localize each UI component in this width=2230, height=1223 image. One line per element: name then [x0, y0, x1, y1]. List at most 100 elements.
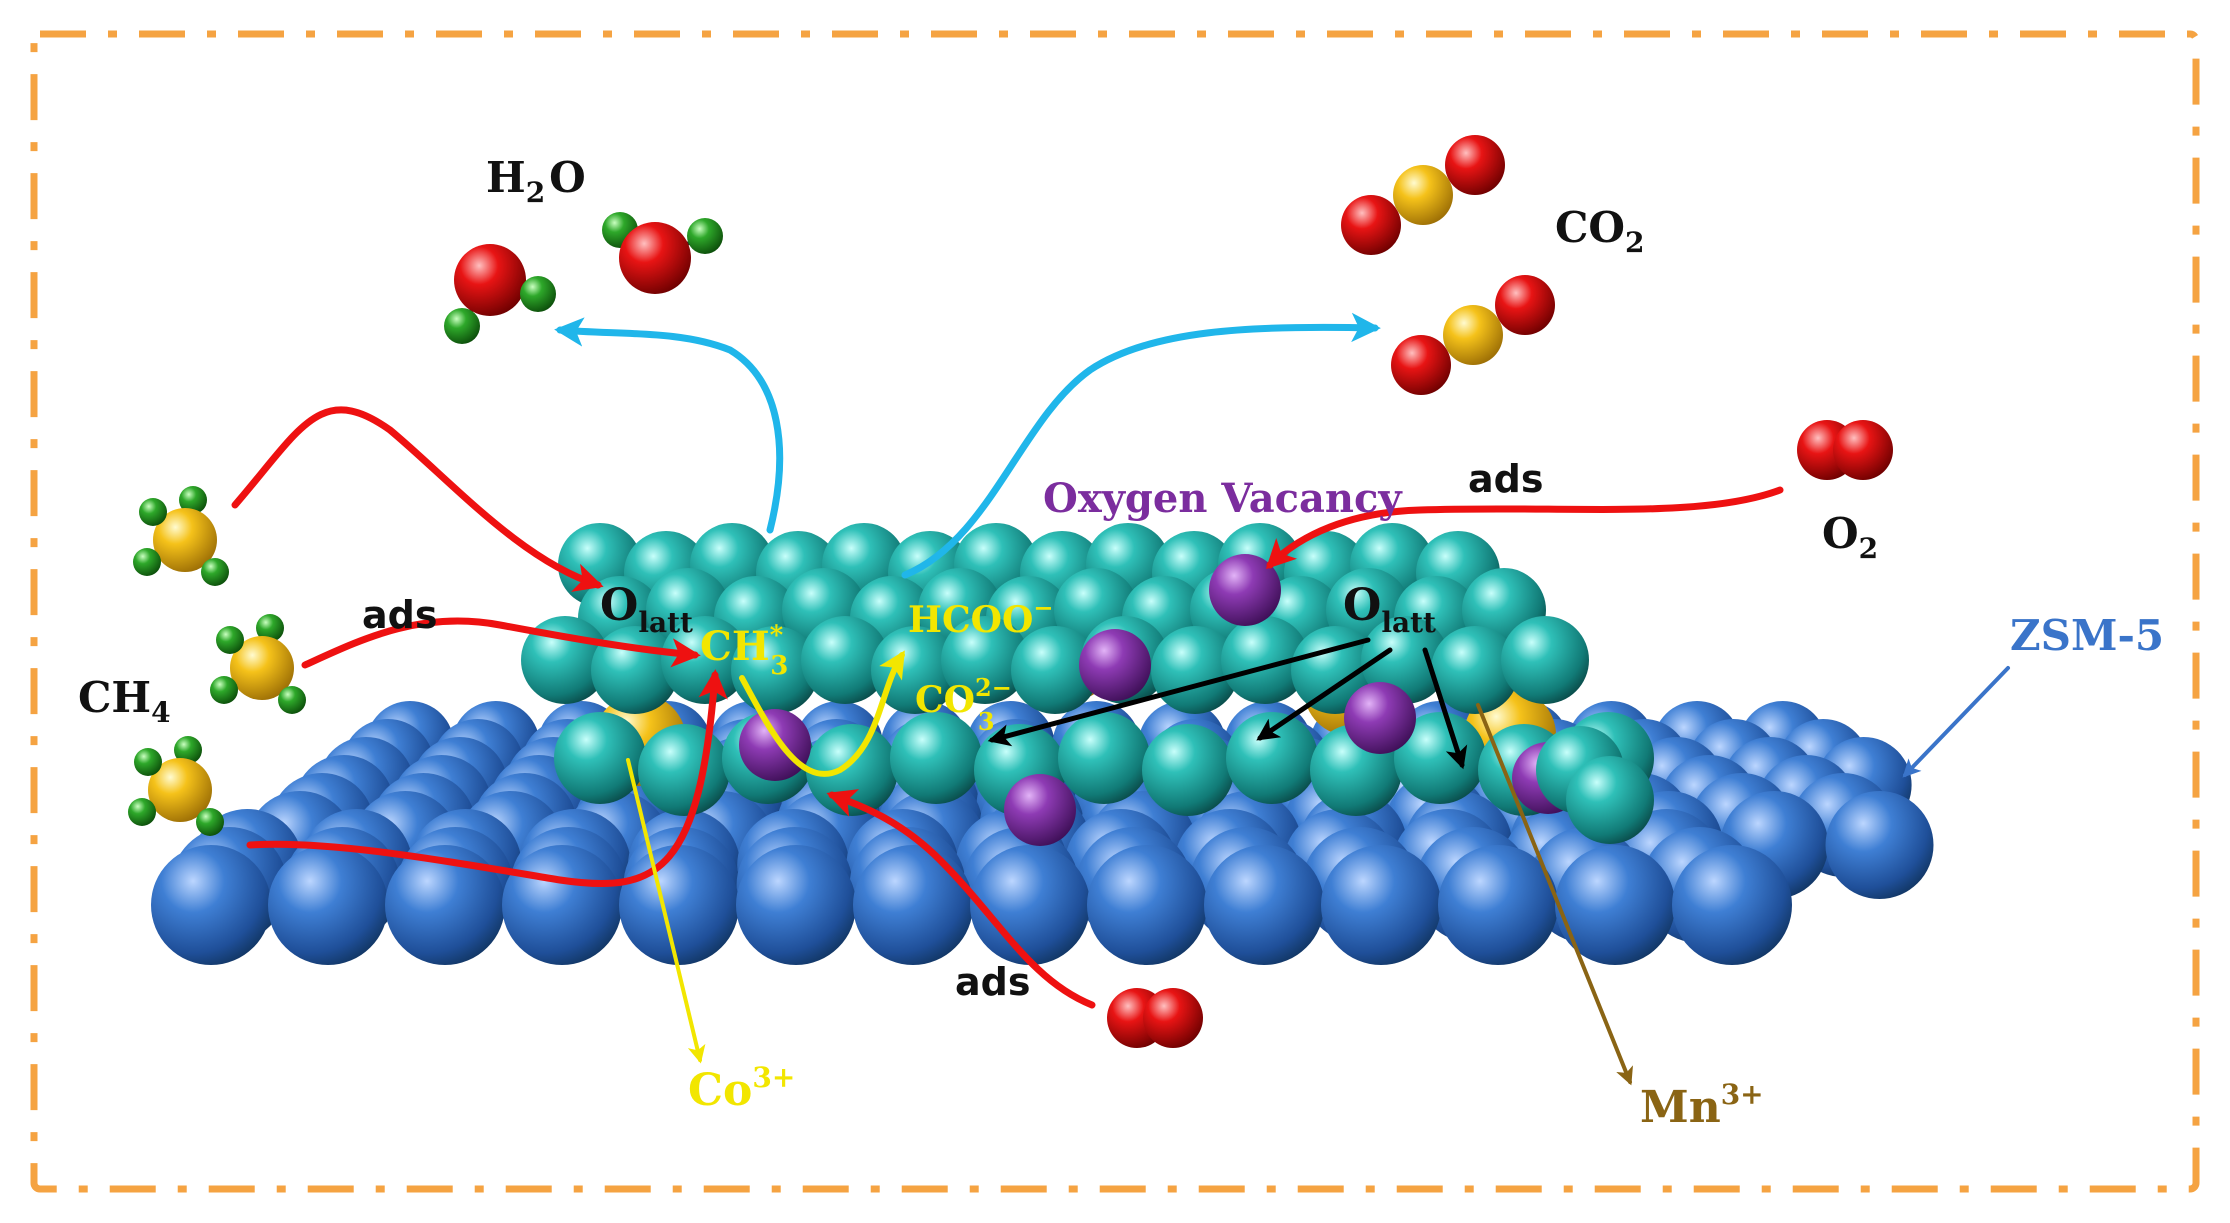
lattice-oxygen-sphere: [1361, 616, 1449, 704]
ads-label-ch4: ads: [362, 593, 437, 637]
zsm5-sphere: [1555, 845, 1675, 965]
dashed-frame: [30, 30, 2200, 1193]
oxygen-atom: [1445, 135, 1505, 195]
o2-label: O2: [1822, 509, 1878, 565]
zsm5-sphere: [970, 845, 1090, 965]
methane-molecule: [230, 636, 294, 700]
ads-label-o2: ads: [1468, 457, 1543, 501]
hydrogen-atom: [139, 498, 167, 526]
ch4-label: CH4: [78, 673, 171, 729]
lattice-oxygen-sphere: [1058, 712, 1150, 804]
hydrogen-atom: [133, 548, 161, 576]
hydrogen-atom: [256, 614, 284, 642]
olatt-left-label: Olatt: [600, 580, 693, 639]
zsm5-sphere: [502, 845, 622, 965]
blue-arrow-to-h2o: [554, 317, 784, 534]
oxygen-vacancy-sphere: [1004, 774, 1076, 846]
oxygen-atom: [1341, 195, 1401, 255]
oxygen-vacancy-sphere: [739, 709, 811, 781]
molecules: [128, 135, 1893, 1048]
zsm5-sphere: [1825, 791, 1934, 899]
red-arrow-bottom-to-ch3: [246, 669, 728, 888]
mn3plus-label: Mn3+: [1640, 1078, 1764, 1133]
water-molecule: [454, 244, 526, 316]
zsm5-sphere: [619, 845, 739, 965]
methane-molecule: [153, 508, 217, 572]
zsm5-sphere: [1321, 845, 1441, 965]
red-arrow-o2-to-vacancy: [1265, 486, 1784, 570]
zsm5-sphere: [1087, 845, 1207, 965]
black-arrow-olatt-to-co3: [987, 637, 1371, 747]
lattice-oxygen-sphere: [1142, 724, 1234, 816]
h2o-label: H2O: [486, 153, 586, 209]
lattice-oxygen-sphere: [801, 616, 889, 704]
zsm5-sphere: [853, 845, 973, 965]
oxygen-vacancy-label: Oxygen Vacancy: [1043, 475, 1403, 522]
oxygen-atom: [1391, 335, 1451, 395]
yellow-arrow-ch3-to-hcoo: [739, 650, 905, 777]
water-molecule: [619, 222, 691, 294]
oxygen-vacancy-sphere: [1344, 682, 1416, 754]
hydrogen-atom: [687, 218, 723, 254]
catalyst-cluster: [521, 523, 1654, 846]
lattice-oxygen-sphere: [941, 616, 1029, 704]
arrows: [231, 312, 2010, 1086]
lattice-oxygen-sphere: [1566, 756, 1654, 844]
lattice-oxygen-sphere: [731, 626, 819, 714]
hydrogen-atom: [201, 558, 229, 586]
hydrogen-atom: [444, 308, 480, 344]
zsm5-sphere: [268, 845, 388, 965]
lattice-oxygen-sphere: [871, 626, 959, 714]
zsm5-pointer-arrow: [1902, 666, 2010, 778]
oxygen-vacancy-sphere: [1079, 629, 1151, 701]
lattice-oxygen-sphere: [1226, 712, 1318, 804]
black-arrow-olatt-to-lattice-b: [1422, 647, 1468, 770]
lattice-oxygen-sphere: [1501, 616, 1589, 704]
hydrogen-atom: [520, 276, 556, 312]
hydrogen-atom: [179, 486, 207, 514]
olatt-right-label: Olatt: [1343, 580, 1436, 639]
oxygen-molecule: [1833, 420, 1893, 480]
yellow-arrow-to-co3plus: [626, 758, 706, 1064]
zsm5-sphere: [1204, 845, 1324, 965]
hydrogen-atom: [196, 808, 224, 836]
lattice-oxygen-sphere: [554, 712, 646, 804]
hcoo-label: HCOO−: [908, 593, 1054, 641]
ch3-radical-label: CH*3: [700, 621, 788, 681]
carbon-dioxide-molecule: [1393, 165, 1453, 225]
zsm5-sphere: [1672, 845, 1792, 965]
zsm5-sphere: [385, 845, 505, 965]
lattice-oxygen-sphere: [1221, 616, 1309, 704]
red-arrow-ch4-to-olatt: [231, 406, 604, 592]
red-arrow-ads-to-ch3: [301, 617, 701, 669]
lattice-oxygen-sphere: [638, 724, 730, 816]
zsm5-sphere: [1438, 845, 1558, 965]
carbon-dioxide-molecule: [1443, 305, 1503, 365]
blue-arrow-to-co2: [901, 312, 1381, 579]
oxygen-atom: [1495, 275, 1555, 335]
co3plus-label: Co3+: [688, 1061, 795, 1116]
hydrogen-atom: [134, 748, 162, 776]
lattice-oxygen-sphere: [1431, 626, 1519, 714]
lattice-oxygen-sphere: [890, 712, 982, 804]
methane-molecule: [148, 758, 212, 822]
zsm5-sphere: [736, 845, 856, 965]
oxygen-vacancy-sphere: [1209, 554, 1281, 626]
zsm5-label: ZSM-5: [2010, 611, 2164, 660]
hydrogen-atom: [210, 676, 238, 704]
co2-label: CO2: [1555, 203, 1645, 259]
red-arrow-bottom-o2: [826, 789, 1096, 1009]
brown-arrow-to-mn3plus: [1476, 703, 1633, 1086]
labels: H2O CO2 O2 CH4 ads ads ads Oxygen Vacanc…: [78, 153, 2164, 1133]
co3-label: CO2−3: [915, 673, 1012, 736]
hydrogen-atom: [128, 798, 156, 826]
hydrogen-atom: [216, 626, 244, 654]
lattice-oxygen-sphere: [1011, 626, 1099, 714]
ads-label-bottom: ads: [955, 960, 1030, 1004]
black-arrow-olatt-to-lattice-a: [1256, 647, 1393, 741]
hydrogen-atom: [278, 686, 306, 714]
zsm5-sphere: [151, 845, 271, 965]
hydrogen-atom: [174, 736, 202, 764]
lattice-oxygen-sphere: [1394, 712, 1486, 804]
